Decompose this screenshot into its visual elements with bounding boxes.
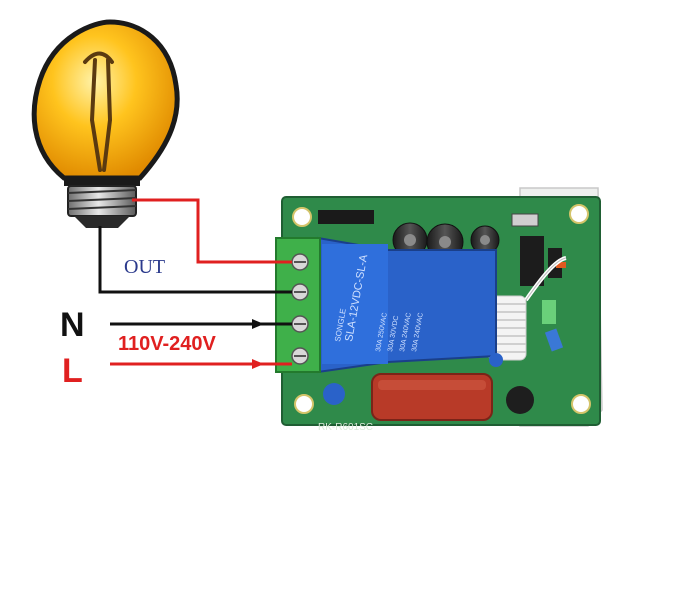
neutral-label: N [60, 306, 85, 344]
voltage-label: 110V-240V [118, 333, 216, 355]
board-part-text: RK-R601SC [318, 422, 373, 433]
output-wire-red [132, 198, 292, 264]
out-label: OUT [124, 256, 166, 278]
film-capacitor [371, 373, 493, 421]
output-wire-black [98, 226, 292, 294]
live-label: L [62, 352, 83, 390]
light-bulb-icon [31, 19, 180, 228]
relay: SLA-12VDC-SL-A SONGLE 30A 250VAC 30A 30V… [317, 236, 497, 374]
relay-module: SLA-12VDC-SL-A SONGLE 30A 250VAC 30A 30V… [275, 187, 603, 433]
terminal-block [275, 237, 321, 373]
